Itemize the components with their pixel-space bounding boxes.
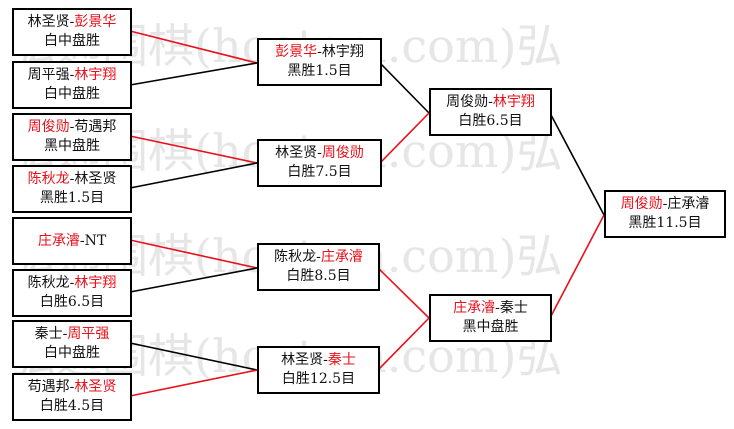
match-box-r1-5: 庄承濬-NT [12,217,132,265]
match-result: 白胜4.5目 [39,398,105,414]
player-name: 秦士 [327,352,356,368]
player-name: 周平强 [67,326,110,342]
player-name: 林圣贤 [275,145,318,161]
match-players: 陈秋龙-林圣贤 [27,171,117,187]
match-result: 白胜12.5目 [281,371,356,387]
player-name: 林圣贤 [74,171,117,187]
player-name: NT [84,232,107,249]
bracket-connector [129,30,258,64]
match-result: 白中盘胜 [44,33,100,49]
match-players: 周俊勋-庄承濬 [620,196,710,212]
match-box-r1-4: 陈秋龙-林圣贤黑胜1.5目 [12,165,132,213]
player-name: 秦士 [499,300,528,316]
bracket-connector [129,267,258,293]
match-result: 黑胜11.5目 [628,215,702,231]
match-players: 陈秋龙-庄承濬 [274,249,363,265]
player-name: 林宇翔 [74,67,117,83]
player-name: 周俊勋 [446,94,489,110]
match-box-final: 周俊勋-庄承濬黑胜11.5目 [604,190,726,238]
match-result: 黑中盘胜 [44,138,100,154]
match-box-r2-1: 彭景华-林宇翔黑胜1.5目 [257,38,382,86]
match-result: 白胜8.5目 [286,268,351,284]
bracket-connector [379,112,430,164]
match-box-r1-2: 周平强-林宇翔白中盘胜 [12,61,132,109]
player-name: 彭景华 [275,44,318,60]
player-name: 彭景华 [74,14,117,30]
match-box-r1-7: 秦士-周平强白中盘胜 [12,320,132,368]
match-result: 白中盘胜 [44,86,100,102]
player-name: 庄承濬 [453,300,496,316]
match-players: 林圣贤-周俊勋 [275,145,364,161]
bracket-connector [129,239,258,269]
player-name: 庄承濬 [37,232,80,249]
match-players: 彭景华-林宇翔 [275,44,364,60]
match-players: 周平强-林宇翔 [27,67,117,83]
match-result: 黑中盘胜 [462,319,519,335]
player-name: 秦士 [34,326,63,342]
match-players: 林圣贤-彭景华 [27,14,117,30]
match-result: 白中盘胜 [44,345,100,361]
bracket-connector [129,369,258,397]
match-box-r3-1: 周俊勋-林宇翔白胜6.5目 [429,88,552,136]
match-box-r1-3: 周俊勋-苟遇邦黑中盘胜 [12,113,132,161]
bracket-connector [129,342,258,371]
match-players: 苟遇邦-林圣贤 [27,379,117,395]
player-name: 林宇翔 [321,44,364,60]
bracket-connector [379,62,430,114]
player-name: 林圣贤 [74,379,117,395]
player-name: 陈秋龙 [27,275,70,291]
match-box-r2-2: 林圣贤-周俊勋白胜7.5目 [257,139,382,187]
player-name: 陈秋龙 [274,249,317,265]
match-box-r3-2: 庄承濬-秦士黑中盘胜 [429,294,552,342]
player-name: 周俊勋 [27,119,70,135]
match-players: 陈秋龙-林宇翔 [27,275,117,291]
match-players: 周俊勋-苟遇邦 [27,119,117,135]
bracket-connector [377,317,430,371]
player-name: 林宇翔 [74,275,117,291]
match-result: 黑胜1.5目 [39,190,105,206]
match-players: 林圣贤-秦士 [281,352,356,368]
player-name: 林圣贤 [27,14,70,30]
bracket-connector [129,135,258,164]
bracket-connector [129,62,258,86]
player-name: 周俊勋 [620,196,663,212]
player-name: 林圣贤 [281,352,324,368]
bracket-connector [129,162,258,189]
bracket-connector [549,214,605,319]
match-box-r2-3: 陈秋龙-庄承濬白胜8.5目 [257,243,380,291]
match-box-r2-4: 林圣贤-秦士白胜12.5目 [257,346,380,394]
player-name: 周俊勋 [321,145,364,161]
match-box-r1-1: 林圣贤-彭景华白中盘胜 [12,8,132,56]
match-result: 黑胜1.5目 [287,63,352,79]
player-name: 陈秋龙 [27,171,70,187]
match-players: 庄承濬-NT [37,232,107,249]
player-name: 苟遇邦 [74,119,117,135]
player-name: 林宇翔 [492,94,535,110]
player-name: 庄承濬 [320,249,363,265]
player-name: 苟遇邦 [27,379,70,395]
player-name: 周平强 [27,67,70,83]
match-box-r1-8: 苟遇邦-林圣贤白胜4.5目 [12,373,132,421]
match-result: 白胜7.5目 [287,164,352,180]
bracket-connector [549,112,605,216]
match-result: 白胜6.5目 [39,294,105,310]
bracket-connector [377,267,430,319]
match-players: 秦士-周平强 [34,326,110,342]
match-result: 白胜6.5目 [458,113,523,129]
match-box-r1-6: 陈秋龙-林宇翔白胜6.5目 [12,269,132,317]
player-name: 庄承濬 [667,196,710,212]
match-players: 庄承濬-秦士 [453,300,528,316]
match-players: 周俊勋-林宇翔 [446,94,535,110]
